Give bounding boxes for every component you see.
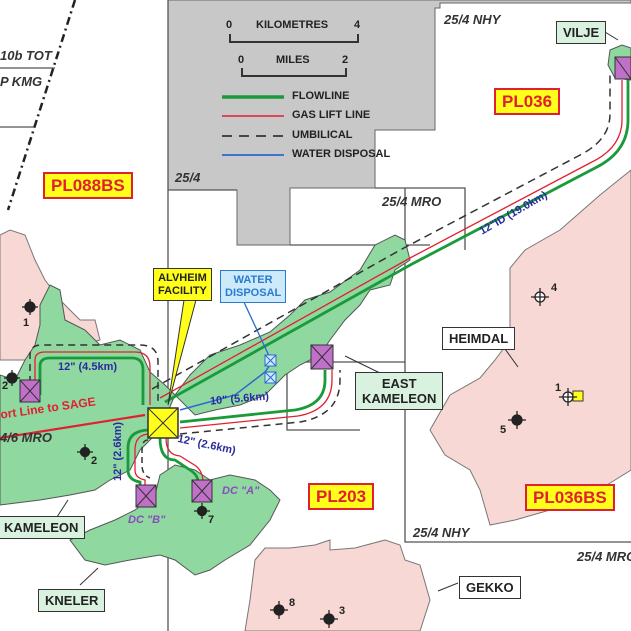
heimdal-platform-icon xyxy=(572,390,584,402)
block-label-nhy-bottom: 25/4 NHY xyxy=(413,525,470,540)
well-number: 1 xyxy=(23,317,30,329)
water-line1: WATER xyxy=(233,274,273,286)
field-label-heimdal: HEIMDAL xyxy=(442,327,516,350)
scale-miles-start: 0 xyxy=(238,54,245,66)
pipeline-boa xyxy=(29,344,159,405)
alvheim-line2: FACILITY xyxy=(158,284,207,297)
legend-swatches xyxy=(222,95,284,156)
field-label-kameleon: KAMELEON xyxy=(0,516,86,539)
licence-pl088bs: PL088BS xyxy=(43,172,133,199)
block-label-mro-left: 4/6 MRO xyxy=(0,430,53,445)
east-kameleon-line1: EAST xyxy=(381,376,417,391)
licence-pl036: PL036 xyxy=(494,88,561,115)
well-number: 7 xyxy=(208,514,215,526)
field-label-east-kameleon: EAST KAMELEON xyxy=(355,372,444,410)
block-label-mro-mid: 25/4 MRO xyxy=(382,194,442,209)
east-kameleon-line2: KAMELEON xyxy=(362,391,437,406)
pipeline-water-disposal xyxy=(179,361,273,411)
drill-centre-icons xyxy=(19,56,631,508)
well-number: 5 xyxy=(500,424,507,436)
block-label-kmg: P KMG xyxy=(0,74,43,89)
legend-flowline: FLOWLINE xyxy=(292,90,350,102)
alvheim-facility-label: ALVHEIM FACILITY xyxy=(153,268,212,302)
scale-km-start: 0 xyxy=(226,19,233,31)
well-number: 2 xyxy=(91,455,98,467)
grey-area xyxy=(167,0,631,246)
field-label-vilje: VILJE xyxy=(556,21,607,44)
block-label-25-4: 25/4 xyxy=(175,170,201,185)
field-label-gekko: GEKKO xyxy=(459,576,521,599)
green-field-alvheim-east xyxy=(174,234,411,416)
well-number: 1 xyxy=(555,382,562,394)
export-line-sage xyxy=(0,413,146,440)
well-number: 3 xyxy=(339,605,346,617)
scale-miles-end: 2 xyxy=(342,54,349,66)
pipeline-kneler-b xyxy=(126,428,151,485)
block-label-nhy-top: 25/4 NHY xyxy=(444,12,501,27)
scale-miles-label: MILES xyxy=(276,54,310,66)
pipeline-label-boa: 12" (4.5km) xyxy=(58,361,118,373)
pipeline-label-kneler-b-text: 12" (2.6km) xyxy=(112,421,124,481)
water-disposal-well-icons xyxy=(264,354,277,384)
well-number: 8 xyxy=(289,597,296,609)
pipeline-east-kameleon xyxy=(179,370,341,435)
legend-umbilical: UMBILICAL xyxy=(292,129,353,141)
water-disposal-label: WATER DISPOSAL xyxy=(220,270,287,304)
scale-bars xyxy=(229,34,359,77)
legend-gas-lift-line: GAS LIFT LINE xyxy=(292,109,371,121)
block-label-tot: 10b TOT xyxy=(0,48,52,63)
median-line xyxy=(6,0,77,211)
legend-water-disposal: WATER DISPOSAL xyxy=(292,148,391,160)
water-line2: DISPOSAL xyxy=(225,286,282,299)
block-label-mro-bottom: 25/4 MRO xyxy=(577,549,631,564)
scale-km-end: 4 xyxy=(354,19,361,31)
scale-km-label: KILOMETRES xyxy=(256,19,329,31)
field-label-kneler: KNELER xyxy=(38,589,106,612)
drill-centre-b-label: DC "B" xyxy=(128,514,166,526)
well-number: 4 xyxy=(551,282,558,294)
pipeline-vilje xyxy=(151,74,630,404)
drill-centre-a-label: DC "A" xyxy=(222,485,260,497)
alvheim-line1: ALVHEIM xyxy=(158,272,207,284)
well-symbols xyxy=(4,288,577,628)
pipeline-kneler-a xyxy=(158,437,204,483)
alvheim-facility-icon xyxy=(147,407,179,439)
licence-pl036bs: PL036BS xyxy=(525,484,615,511)
pink-field-gekko xyxy=(244,539,431,631)
well-number: 2 xyxy=(2,380,9,392)
licence-pl203: PL203 xyxy=(308,483,375,510)
